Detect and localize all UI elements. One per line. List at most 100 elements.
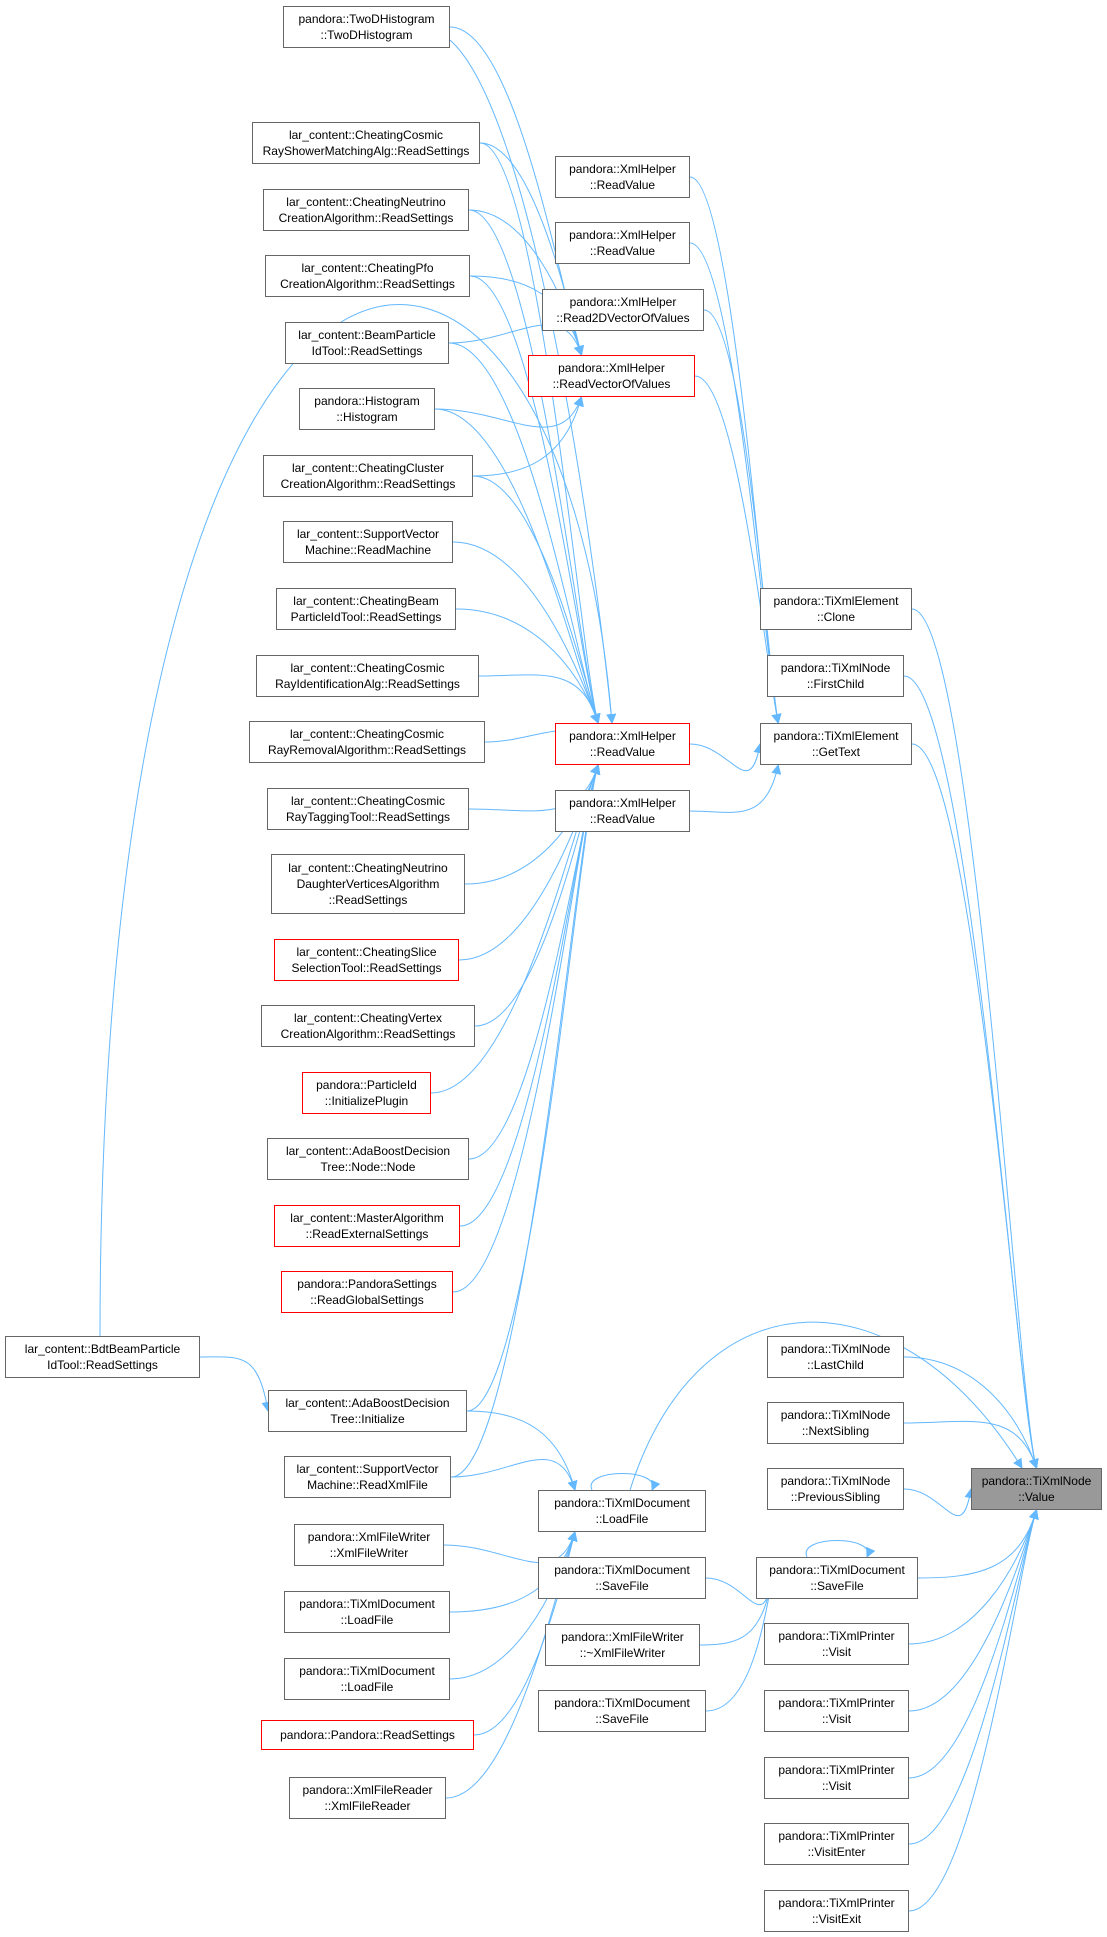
graph-node[interactable]: pandora::Histogram::Histogram [299, 388, 435, 430]
call-edge [911, 608, 1039, 1469]
graph-node[interactable]: pandora::TiXmlPrinter::Visit [764, 1623, 909, 1665]
graph-node[interactable]: pandora::XmlHelper::Read2DVectorOfValues [542, 289, 704, 331]
graph-node[interactable]: pandora::TiXmlNode::FirstChild [767, 655, 904, 697]
call-edge [434, 396, 584, 428]
call-edge [903, 1488, 975, 1517]
graph-node-label: pandora::TiXmlNode [981, 1474, 1092, 1488]
call-edge [903, 1356, 1039, 1469]
graph-node-label: ParticleIdTool::ReadSettings [290, 610, 442, 624]
call-edge [479, 142, 601, 724]
graph-node-label: lar_content::AdaBoostDecision [285, 1144, 451, 1158]
call-edge [908, 1509, 1039, 1912]
graph-node-selected[interactable]: pandora::TiXmlNode::Value [971, 1468, 1102, 1510]
graph-node-label: lar_content::SupportVector [296, 1462, 439, 1476]
graph-node[interactable]: pandora::TiXmlDocument::LoadFile [538, 1490, 706, 1532]
graph-node-label: lar_content::CheatingCosmic [288, 128, 444, 142]
graph-node[interactable]: pandora::PandoraSettings::ReadGlobalSett… [281, 1271, 453, 1313]
graph-node[interactable]: lar_content::MasterAlgorithm::ReadExtern… [274, 1205, 460, 1247]
graph-node-label: ::SaveFile [595, 1712, 649, 1726]
graph-node-label: pandora::TiXmlNode [780, 1474, 891, 1488]
graph-node[interactable]: pandora::TiXmlDocument::LoadFile [284, 1658, 450, 1700]
graph-node-label: pandora::XmlHelper [569, 162, 676, 176]
graph-node-label: CreationAlgorithm::ReadSettings [280, 277, 455, 291]
graph-node[interactable]: pandora::TiXmlPrinter::VisitExit [764, 1890, 909, 1932]
call-edge [468, 209, 584, 356]
graph-node[interactable]: pandora::TiXmlDocument::LoadFile [284, 1591, 450, 1633]
graph-node-label: ::ReadValue [589, 812, 656, 826]
graph-node-label: pandora::TiXmlPrinter [778, 1829, 895, 1843]
graph-node-label: pandora::XmlHelper [558, 361, 665, 375]
graph-node-label: pandora::TiXmlNode [780, 1342, 891, 1356]
graph-node[interactable]: pandora::TiXmlDocument::SaveFile [538, 1557, 706, 1599]
call-edge [472, 396, 584, 477]
graph-node-label: ::ReadVectorOfValues [552, 377, 671, 391]
graph-node-label: CreationAlgorithm::ReadSettings [280, 477, 456, 491]
graph-node-label: ::FirstChild [806, 677, 865, 691]
graph-node-label: pandora::XmlFileWriter [307, 1530, 431, 1544]
graph-node[interactable]: pandora::XmlFileWriter::~XmlFileWriter [545, 1624, 700, 1666]
graph-node-label: pandora::XmlFileWriter [561, 1630, 684, 1644]
graph-node[interactable]: pandora::XmlFileReader::XmlFileReader [289, 1777, 446, 1819]
graph-node[interactable]: pandora::TiXmlNode::PreviousSibling [767, 1468, 904, 1510]
graph-node[interactable]: pandora::ParticleId::InitializePlugin [302, 1072, 431, 1114]
graph-node[interactable]: pandora::XmlFileWriter::XmlFileWriter [294, 1524, 444, 1566]
call-edge [459, 764, 601, 1227]
call-edge [908, 1509, 1039, 1845]
graph-node-label: pandora::TiXmlNode [780, 1408, 891, 1422]
graph-node[interactable]: pandora::XmlHelper::ReadValue [555, 156, 690, 198]
graph-node[interactable]: pandora::TiXmlNode::NextSibling [767, 1402, 904, 1444]
call-edge [805, 1540, 876, 1558]
graph-node-label: pandora::TiXmlDocument [769, 1563, 905, 1577]
graph-node[interactable]: pandora::XmlHelper::ReadValue [555, 222, 690, 264]
graph-node-label: ::Value [1018, 1490, 1055, 1504]
graph-node-label: ::Clone [816, 610, 856, 624]
graph-node-label: ::NextSibling [801, 1424, 870, 1438]
graph-node-label: pandora::TiXmlDocument [299, 1597, 435, 1611]
graph-node-label: ::XmlFileReader [324, 1799, 411, 1813]
graph-node-label: ::~XmlFileWriter [579, 1646, 666, 1660]
graph-node[interactable]: pandora::TwoDHistogram::TwoDHistogram [283, 6, 450, 48]
graph-node[interactable]: pandora::TiXmlPrinter::Visit [764, 1757, 909, 1799]
graph-node[interactable]: pandora::TiXmlPrinter::Visit [764, 1690, 909, 1732]
graph-node[interactable]: pandora::XmlHelper::ReadValue [555, 790, 690, 832]
graph-node-label: pandora::XmlHelper [569, 729, 676, 743]
graph-node[interactable]: pandora::TiXmlElement::Clone [760, 588, 912, 630]
call-edge [469, 275, 601, 724]
graph-node-label: pandora::XmlHelper [569, 295, 677, 309]
graph-node-label: lar_content::CheatingBeam [293, 594, 439, 608]
graph-node-label: pandora::TiXmlPrinter [778, 1629, 895, 1643]
graph-node[interactable]: pandora::XmlHelper::ReadVectorOfValues [528, 355, 695, 397]
graph-node[interactable]: pandora::TiXmlNode::LastChild [767, 1336, 904, 1378]
graph-node[interactable]: pandora::TiXmlElement::GetText [760, 723, 912, 765]
graph-node-label: pandora::Pandora::ReadSettings [280, 1728, 455, 1742]
graph-node[interactable]: pandora::TiXmlPrinter::VisitEnter [764, 1823, 909, 1865]
graph-node-label: pandora::PandoraSettings [297, 1277, 437, 1291]
graph-node[interactable]: pandora::Pandora::ReadSettings [261, 1720, 474, 1750]
graph-node-label: lar_content::CheatingNeutrino [288, 861, 448, 875]
graph-node-label: ::VisitEnter [807, 1845, 866, 1859]
graph-node[interactable]: pandora::TiXmlDocument::SaveFile [538, 1690, 706, 1732]
call-edge [629, 1321, 1023, 1491]
call-edge [449, 1531, 578, 1613]
graph-node[interactable]: pandora::TiXmlDocument::SaveFile [756, 1557, 918, 1599]
graph-node-label: pandora::XmlHelper [569, 796, 676, 810]
graph-node-label: ::InitializePlugin [324, 1094, 409, 1108]
graph-node[interactable]: pandora::XmlHelper::ReadValue [555, 723, 690, 765]
